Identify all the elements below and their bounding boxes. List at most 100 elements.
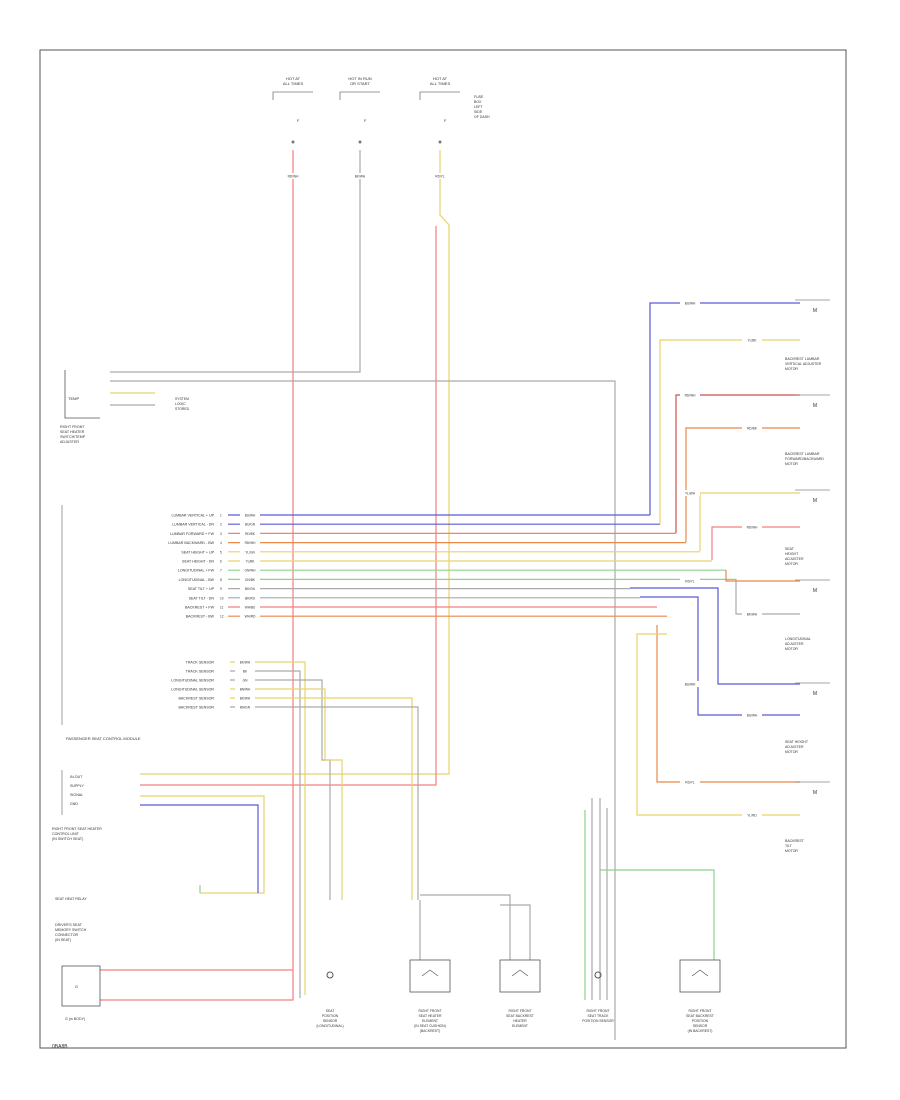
- pin-number: 3: [220, 532, 222, 536]
- sense-wire-tag: BK/WH: [240, 661, 251, 665]
- heater-switch-pin: IN-OUT: [70, 775, 83, 779]
- component-label: RIGHT FRONT: [688, 1009, 711, 1013]
- fuse-bracket: [419, 91, 460, 100]
- pin-number: 10: [220, 596, 224, 600]
- component-label: POSITION SENSOR: [582, 1019, 614, 1023]
- component-box: [409, 959, 451, 993]
- ground-location-label: G (in BODY): [65, 1017, 85, 1021]
- motor-wire-a: [649, 302, 800, 515]
- pin-number: 8: [220, 578, 222, 582]
- module-label: SWITCH/TEMP: [60, 435, 86, 439]
- memory-module-label: CONNECTOR: [55, 933, 78, 937]
- module-pin-label: LUMBAR VERTICAL - DN: [172, 523, 214, 527]
- heater-switch-pin: SIGNAL: [70, 793, 83, 797]
- motor-wire-tag: BK/WH: [747, 613, 758, 617]
- wire-grey-long: [110, 380, 616, 1040]
- heater-switch-pin: SUPPLY: [70, 784, 85, 788]
- source-wire-tag: RD/YL: [435, 175, 445, 179]
- motor-wire-h: [735, 579, 800, 615]
- wire-tag-bg: [240, 512, 260, 518]
- feed-wire-red: [100, 150, 294, 1001]
- fuse-label: F: [364, 118, 367, 123]
- motor-label: BACKREST: [785, 839, 805, 843]
- wire-tag-bg: [235, 668, 255, 674]
- motor-label: LONGITUDINAL: [785, 637, 811, 641]
- motor-label: TILT: [785, 844, 793, 848]
- module-wire-tag: WH/BU: [245, 606, 256, 610]
- pin-number: 5: [220, 550, 222, 554]
- fuse-bracket: [272, 91, 313, 100]
- wires-layer: [100, 150, 800, 1040]
- motor-wire-tag: YL/RD: [747, 814, 757, 818]
- motor-wire-i: [630, 587, 800, 685]
- wire-tag-bg: [240, 558, 260, 564]
- motor-label: FORWARD/BACKWARD: [785, 457, 824, 461]
- component-symbol: [691, 969, 709, 977]
- wire-tag-bg: [240, 594, 260, 601]
- feed-wire-yellow: [140, 150, 450, 775]
- component-label: SENSOR: [323, 1019, 338, 1023]
- wire-tag-bg: [283, 173, 303, 179]
- motor-wire-tag: YL/WH: [685, 492, 696, 496]
- module-label: ADJUSTER: [60, 440, 79, 444]
- sense-wire-6: [230, 706, 419, 900]
- sense-wire-tag: GN: [243, 679, 248, 683]
- component-symbol: [511, 969, 529, 977]
- component-box: [679, 959, 721, 993]
- component-label: POSITION: [692, 1019, 709, 1023]
- ground-block: [61, 965, 101, 1007]
- motor-symbol: M: [813, 403, 817, 409]
- module-pin-label: SEAT HEIGHT + UP: [181, 550, 214, 554]
- module-wire-tag: RD/WH: [245, 541, 256, 545]
- wire-tag-bg: [235, 677, 255, 683]
- wire-tag-bg: [240, 521, 260, 528]
- wire-tag-bg: [742, 425, 762, 431]
- fuse-label: F: [444, 118, 447, 123]
- component-label: SEAT BACKREST: [506, 1014, 534, 1018]
- sense-wire-tag: BK: [243, 670, 248, 674]
- sense-wire-tag: BN/GN: [240, 706, 251, 710]
- component-label: SEAT BACKREST: [686, 1014, 714, 1018]
- motor-wire-tag: RD/BK: [747, 427, 758, 431]
- motor-symbol: M: [813, 691, 817, 697]
- pin-number: 6: [220, 560, 222, 564]
- fuse-box-label: LEFT: [474, 105, 483, 109]
- motor-symbol: M: [813, 790, 817, 796]
- module-wire-tag: WH/RD: [245, 615, 256, 619]
- wire-tag-bg: [235, 659, 255, 665]
- motor-wire-tag: BU/WH: [685, 683, 696, 687]
- component-label: (IN BACKREST): [688, 1029, 713, 1033]
- motor-wire-b: [659, 339, 800, 524]
- wire-tag-bg: [235, 704, 255, 710]
- fuse-box-label: FUSE: [474, 95, 484, 99]
- component-label: ELEMENT: [422, 1019, 438, 1023]
- motor-wire-tag: RD/WH: [685, 394, 696, 398]
- relay-pin-label: SEAT HEAT RELAY: [55, 897, 87, 901]
- sense-wire-tag: BK/WH: [240, 697, 251, 701]
- pin-number: 9: [220, 587, 222, 591]
- source-label: HOT AT: [286, 76, 301, 81]
- motor-wire-tag: YL/BK: [747, 339, 757, 343]
- sense-wire-tag: BN/WH: [240, 688, 251, 692]
- wire-tag-bg: [240, 613, 260, 620]
- wire-tag-bg: [240, 530, 260, 537]
- memory-label: SYSTEM: [175, 397, 189, 401]
- component-box: [499, 959, 541, 993]
- motor-wire-k: [656, 625, 800, 783]
- connector-pin: [291, 140, 295, 144]
- motor-symbol: M: [813, 498, 817, 504]
- module-pin-label: SEAT HEIGHT - DN: [182, 560, 214, 564]
- source-label: HOT AT: [433, 76, 448, 81]
- connector-pin: [358, 140, 362, 144]
- module-pin-label: BACKREST - BW: [186, 615, 215, 619]
- wire-tag-bg: [350, 173, 370, 179]
- sense-wire-1: [230, 661, 306, 995]
- component-label: (LONGITUDINAL): [316, 1024, 343, 1028]
- component-pin: [594, 971, 602, 979]
- sense-wire-2: [230, 670, 301, 998]
- wire-tag-bg: [240, 567, 260, 574]
- motor-label: ADJUSTER: [785, 642, 804, 646]
- motor-wire-tag: RD/WH: [747, 526, 758, 530]
- component-label: RIGHT FRONT: [418, 1009, 441, 1013]
